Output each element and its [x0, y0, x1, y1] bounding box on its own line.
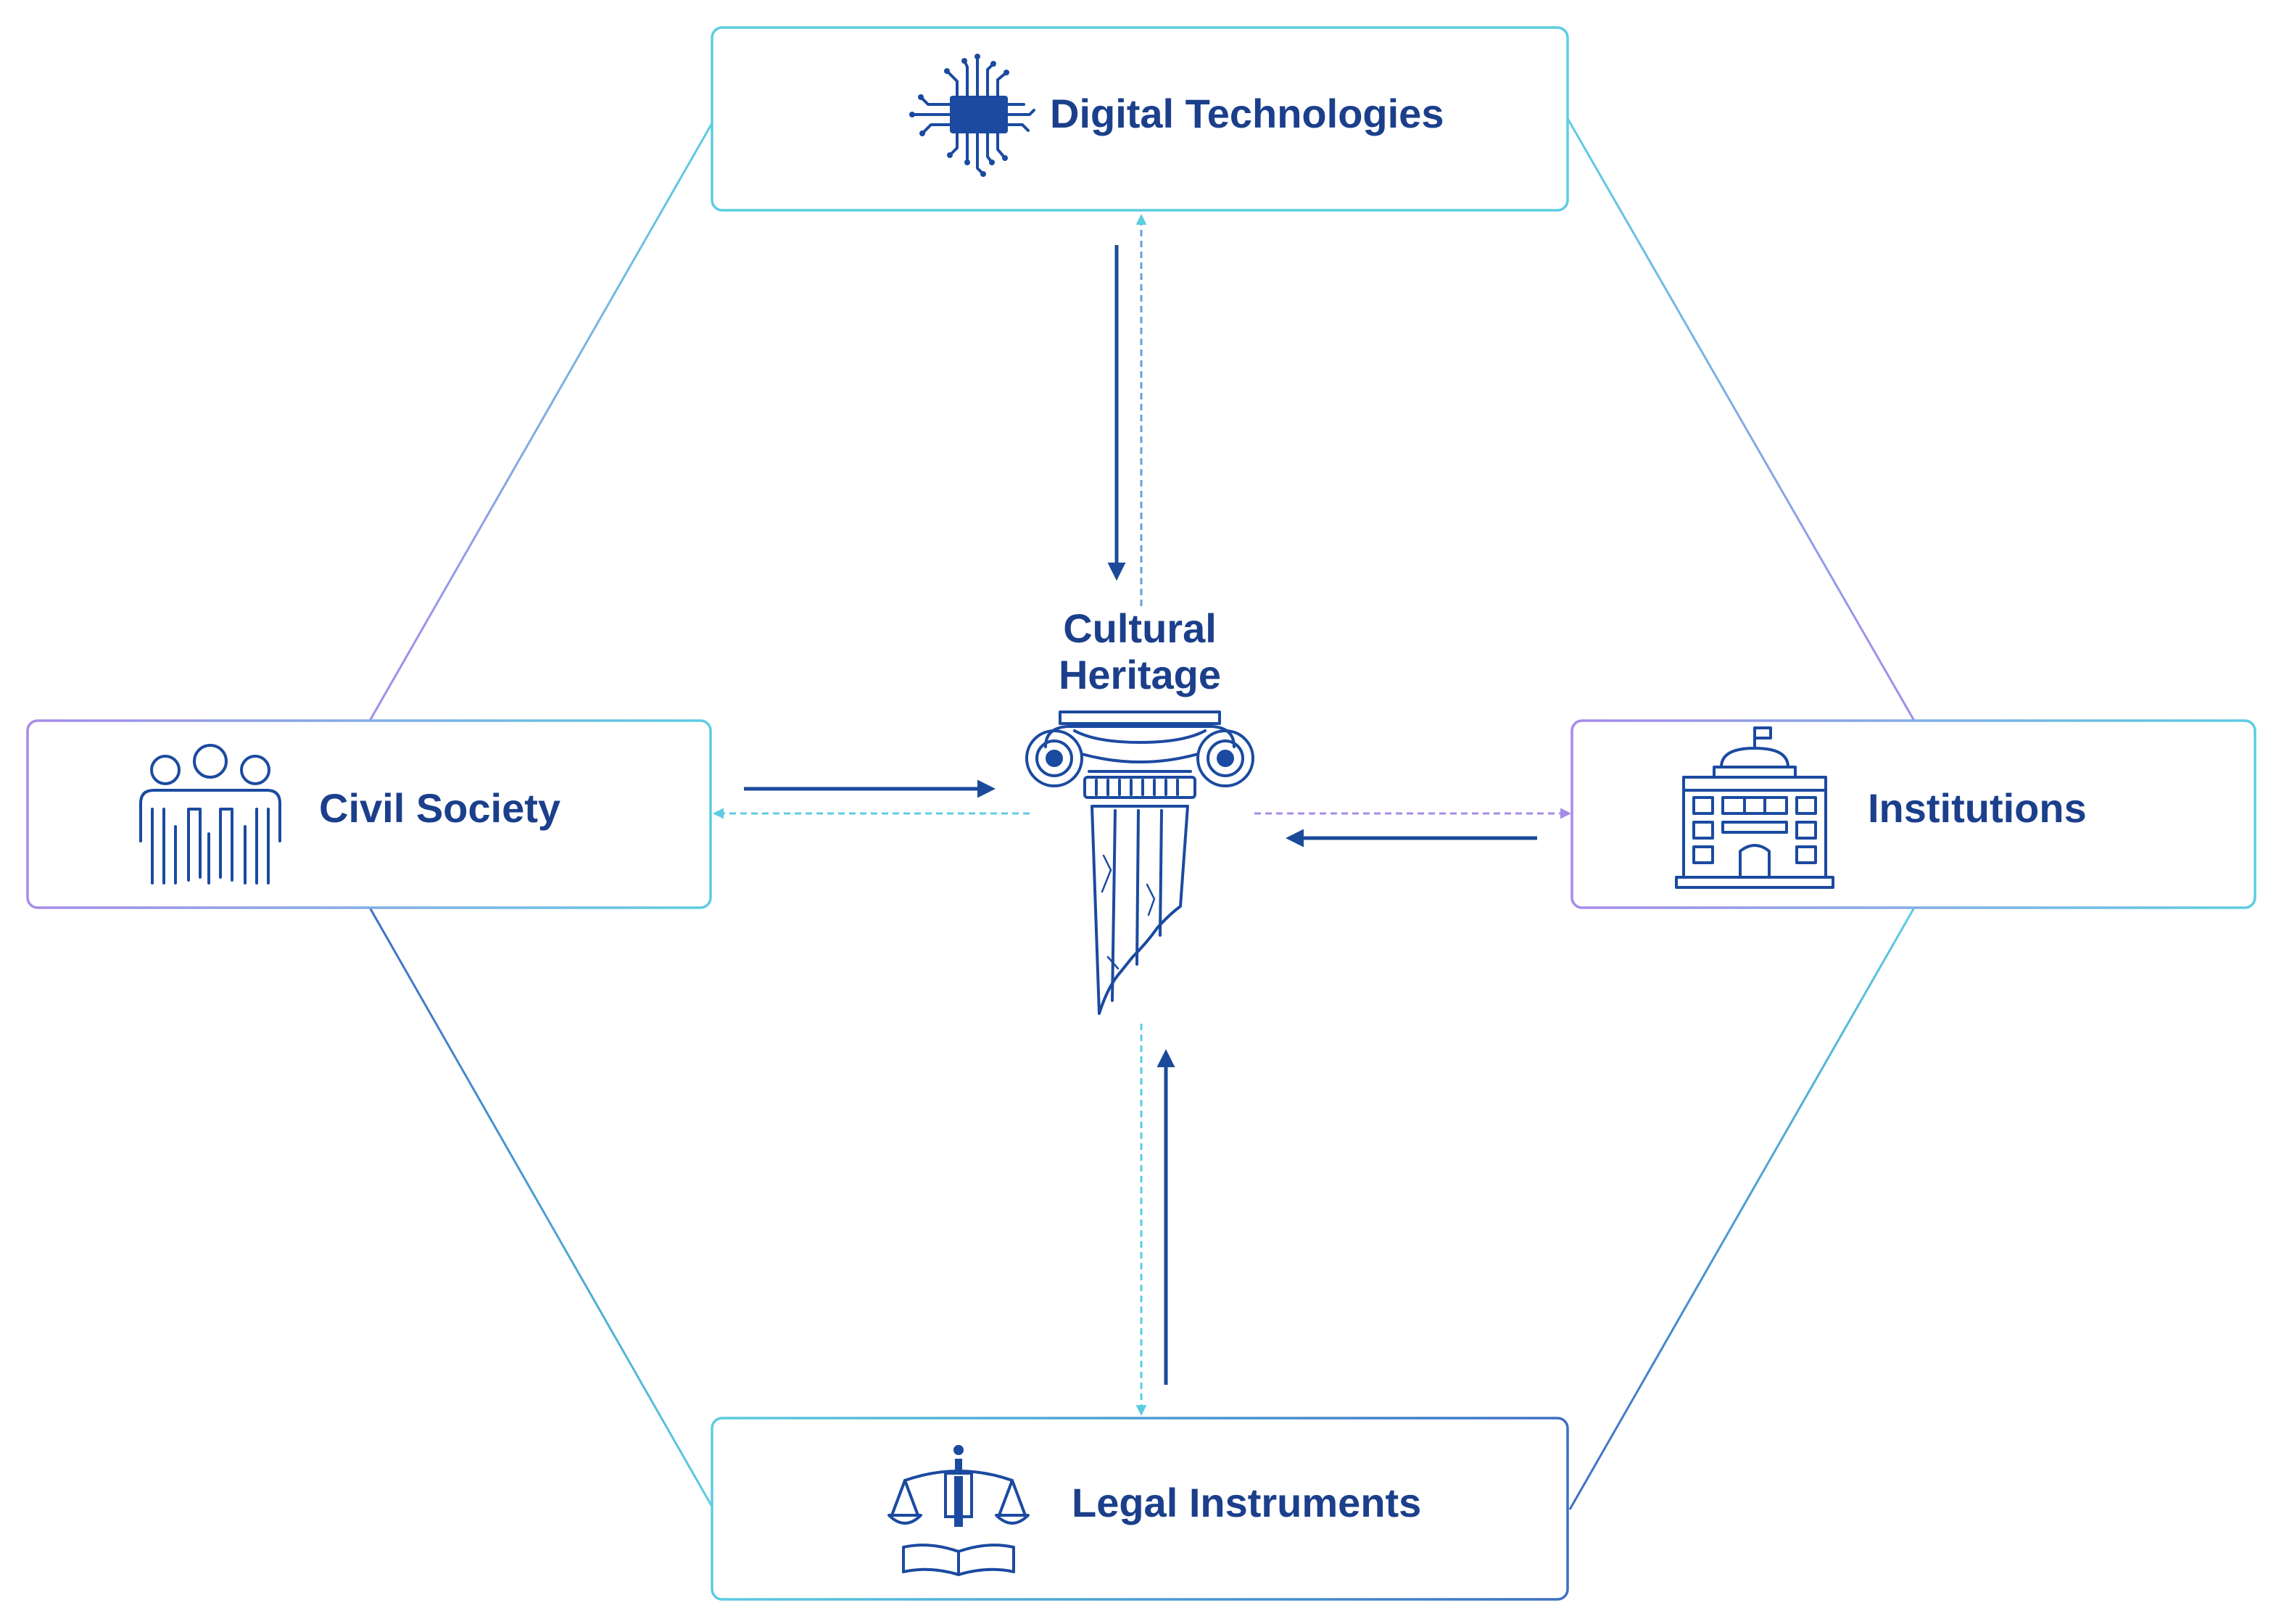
center-label-line1: Cultural: [1063, 605, 1217, 651]
node-box-bottom: [711, 1417, 1569, 1601]
hexagon-outline: [368, 115, 1916, 1510]
node-label-right: Institutions: [1868, 785, 2087, 831]
node-box-left: [26, 719, 712, 909]
hex-edge-bottom-right: [1568, 907, 1916, 1510]
node-label-left: Civil Society: [319, 785, 560, 831]
people-group-icon: [139, 744, 281, 884]
hex-edge-top-right: [1565, 115, 1916, 721]
scales-of-justice-icon: [887, 1445, 1030, 1576]
government-building-icon: [1675, 726, 1834, 889]
ionic-column-icon: [1025, 710, 1254, 1015]
center-label-line2: Heritage: [1059, 652, 1221, 697]
node-label-top: Digital Technologies: [1050, 91, 1444, 136]
hex-edge-top-left: [368, 123, 713, 721]
node-box-top: [711, 26, 1569, 212]
hex-edge-bottom-left: [368, 907, 713, 1507]
node-label-bottom: Legal Instruments: [1072, 1480, 1421, 1525]
circuit-chip-icon: [909, 54, 1035, 177]
connectors: [713, 214, 1571, 1416]
